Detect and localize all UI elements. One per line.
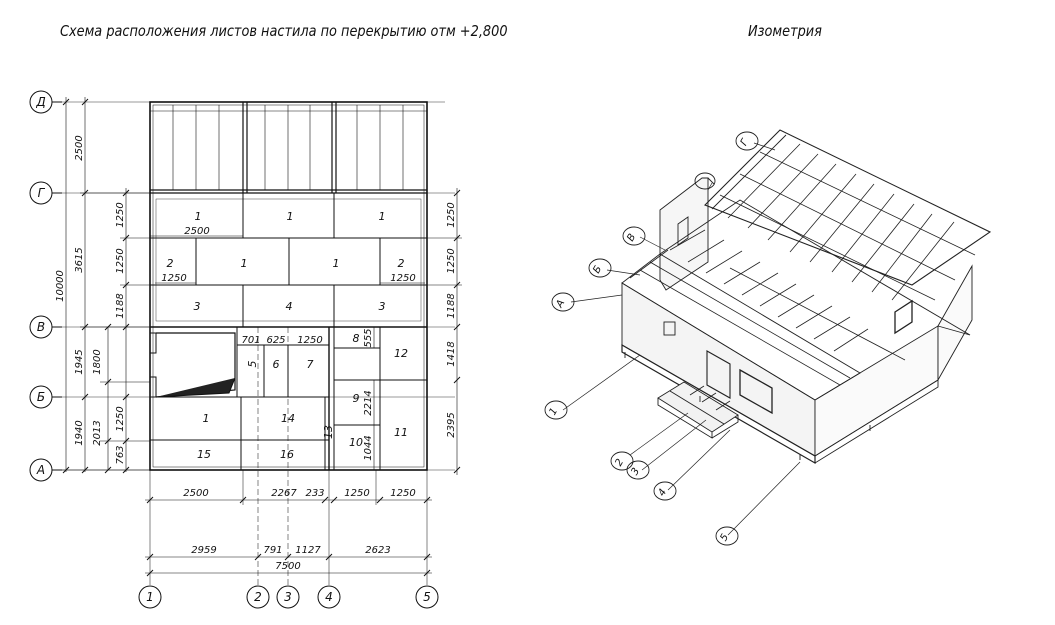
sheet-number: 14	[281, 412, 295, 425]
callout-label: В	[625, 232, 638, 244]
left-dimensions: 2500 3615 1945 1940 10000 1250 1250 1188…	[55, 135, 126, 464]
dim-text: 1250	[115, 202, 126, 227]
sheet-number: 12	[394, 347, 408, 360]
dim-text: 1940	[74, 420, 85, 445]
sheet-number: 1	[203, 412, 210, 425]
dim-text: 3615	[74, 247, 85, 272]
isometry-title: Изометрия	[748, 22, 822, 40]
sheet-numbers: 1 1 1 2 1 1 2 3 4 3 5 6 7 8 12 9 1 14 13…	[167, 210, 409, 461]
interior-dimensions: 2500 1250 1250 701 625 1250 555 2214 104…	[161, 226, 415, 461]
sheet-number: 1	[195, 210, 202, 223]
sheet-number: 8	[353, 332, 360, 345]
floor-plan	[29, 90, 462, 609]
sheet-number: 4	[286, 300, 293, 313]
sheet-number: 1	[379, 210, 386, 223]
dim-text: 1250	[390, 273, 415, 284]
sheet-number: 3	[379, 300, 386, 313]
dim-text: 7500	[275, 561, 300, 572]
axis-number: 5	[423, 590, 431, 604]
axis-number: 1	[146, 590, 154, 604]
dim-text: 625	[266, 335, 285, 346]
dim-text: 791	[263, 545, 282, 556]
sheet-number: 3	[194, 300, 201, 313]
axis-number: 2	[254, 590, 262, 604]
callout-label: 1	[547, 406, 560, 417]
sheet-number: 5	[246, 361, 259, 368]
sheet-number: 2	[398, 257, 405, 270]
dim-text: 2959	[191, 545, 216, 556]
callout-label: 5	[718, 532, 731, 543]
dim-text: 1250	[115, 248, 126, 273]
dim-text: 1250	[344, 488, 369, 499]
sheet-number: 13	[322, 425, 335, 439]
dim-text: 2500	[184, 226, 209, 237]
dim-text: 1250	[446, 202, 457, 227]
dim-text: 2214	[363, 390, 374, 415]
axis-number: 3	[284, 590, 292, 604]
axis-number: 4	[325, 590, 333, 604]
callout-label: Б	[591, 264, 604, 276]
dim-text: 1250	[390, 488, 415, 499]
dim-text: 10000	[55, 270, 66, 302]
dim-text: 555	[363, 328, 374, 347]
dim-text: 2623	[365, 545, 390, 556]
dim-text: 1250	[446, 248, 457, 273]
dim-text: 1188	[446, 293, 457, 318]
dim-text: 1418	[446, 341, 457, 366]
dim-text: 1250	[161, 273, 186, 284]
dim-text: 763	[115, 445, 126, 464]
dim-text: 2267	[271, 488, 297, 499]
sheet-number: 6	[273, 358, 280, 371]
axis-labels: Д Г В Б А 1 2 3 4 5	[35, 95, 431, 604]
dim-text: 1044	[363, 435, 374, 460]
sheet-number: 1	[333, 257, 340, 270]
dim-text: 1250	[297, 335, 322, 346]
sheet-number: 16	[280, 448, 294, 461]
sheet-number: 10	[349, 436, 363, 449]
axis-letter: Б	[37, 390, 45, 404]
sheet-number: 11	[394, 426, 408, 439]
right-dimensions: 1250 1250 1188 1418 2395	[446, 202, 457, 437]
sheet-number: 9	[353, 392, 360, 405]
callout-label: 4	[656, 487, 669, 498]
dim-text: 1800	[92, 349, 103, 374]
axis-letter: В	[37, 320, 45, 334]
dim-text: 233	[305, 488, 324, 499]
dim-text: 2500	[183, 488, 208, 499]
plan-title: Схема расположения листов настила по пер…	[60, 22, 508, 40]
dim-text: 2013	[92, 420, 103, 445]
dim-text: 2500	[74, 135, 85, 160]
sheet-number: 2	[167, 257, 174, 270]
dim-text: 1188	[115, 293, 126, 318]
dim-text: 1127	[295, 545, 321, 556]
bottom-dimensions: 2500 2267 233 1250 1250 2959 791 1127 26…	[183, 488, 415, 572]
dim-text: 701	[241, 335, 260, 346]
sheet-number: 7	[307, 358, 314, 371]
callout-label: 3	[629, 466, 642, 477]
axis-letter: А	[36, 463, 45, 477]
dim-text: 1945	[74, 349, 85, 374]
sheet-number: 1	[287, 210, 294, 223]
isometric-view	[544, 129, 992, 546]
axis-letter: Д	[35, 95, 45, 109]
callout-label: 2	[613, 457, 626, 468]
callout-label: Г	[739, 136, 752, 148]
dim-text: 2395	[446, 412, 457, 437]
sheet-number: 1	[241, 257, 248, 270]
axis-letter: Г	[38, 186, 46, 200]
dim-text: 1250	[115, 406, 126, 431]
sheet-number: 15	[197, 448, 211, 461]
